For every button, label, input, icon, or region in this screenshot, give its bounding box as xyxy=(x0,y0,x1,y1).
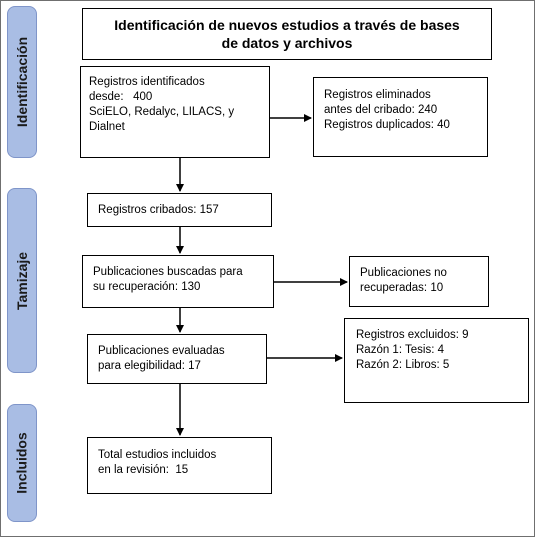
records-removed-line-3: Registros duplicados: 40 xyxy=(324,119,450,131)
records-excluded-line-1: Registros excluidos: 9 xyxy=(356,329,469,341)
records-removed-box: Registros eliminados antes del cribado: … xyxy=(313,77,488,157)
records-identified-line-2: desde: 400 xyxy=(89,91,153,103)
records-excluded-line-3: Razón 2: Libros: 5 xyxy=(356,359,450,371)
header-line-1: Identificación de nuevos estudios a trav… xyxy=(114,17,460,33)
studies-included-line-2: en la revisión: 15 xyxy=(98,464,189,476)
records-identified-line-4: Dialnet xyxy=(89,121,125,133)
phase-label-included: Incluidos xyxy=(7,404,37,522)
reports-not-retrieved-line-1: Publicaciones no xyxy=(360,267,447,279)
records-identified-box: Registros identificados desde: 400 SciEL… xyxy=(80,66,270,158)
records-excluded-line-2: Razón 1: Tesis: 4 xyxy=(356,344,445,356)
studies-included-line-1: Total estudios incluidos xyxy=(98,449,217,461)
records-identified-line-3: SciELO, Redalyc, LILACS, y xyxy=(89,106,235,118)
header-line-2: de datos y archivos xyxy=(221,35,353,51)
reports-not-retrieved-line-2: recuperadas: 10 xyxy=(360,282,444,294)
reports-assessed-line-2: para elegibilidad: 17 xyxy=(98,360,201,372)
records-removed-line-2: antes del cribado: 240 xyxy=(324,104,438,116)
reports-sought-line-2: su recuperación: 130 xyxy=(93,281,201,293)
reports-not-retrieved-box: Publicaciones no recuperadas: 10 xyxy=(349,256,489,307)
reports-assessed-line-1: Publicaciones evaluadas xyxy=(98,345,225,357)
records-screened-line-1: Registros cribados: 157 xyxy=(98,204,219,216)
reports-sought-box: Publicaciones buscadas para su recuperac… xyxy=(82,255,274,308)
records-identified-line-1: Registros identificados xyxy=(89,76,205,88)
records-screened-box: Registros cribados: 157 xyxy=(87,193,272,227)
records-removed-line-1: Registros eliminados xyxy=(324,89,431,101)
reports-assessed-box: Publicaciones evaluadas para elegibilida… xyxy=(87,334,267,384)
reports-sought-line-1: Publicaciones buscadas para xyxy=(93,266,243,278)
header-box: Identificación de nuevos estudios a trav… xyxy=(82,8,492,60)
records-excluded-box: Registros excluidos: 9 Razón 1: Tesis: 4… xyxy=(344,318,529,403)
phase-label-identification: Identificación xyxy=(7,6,37,158)
phase-label-screening: Tamizaje xyxy=(7,188,37,373)
studies-included-box: Total estudios incluidos en la revisión:… xyxy=(87,437,272,494)
